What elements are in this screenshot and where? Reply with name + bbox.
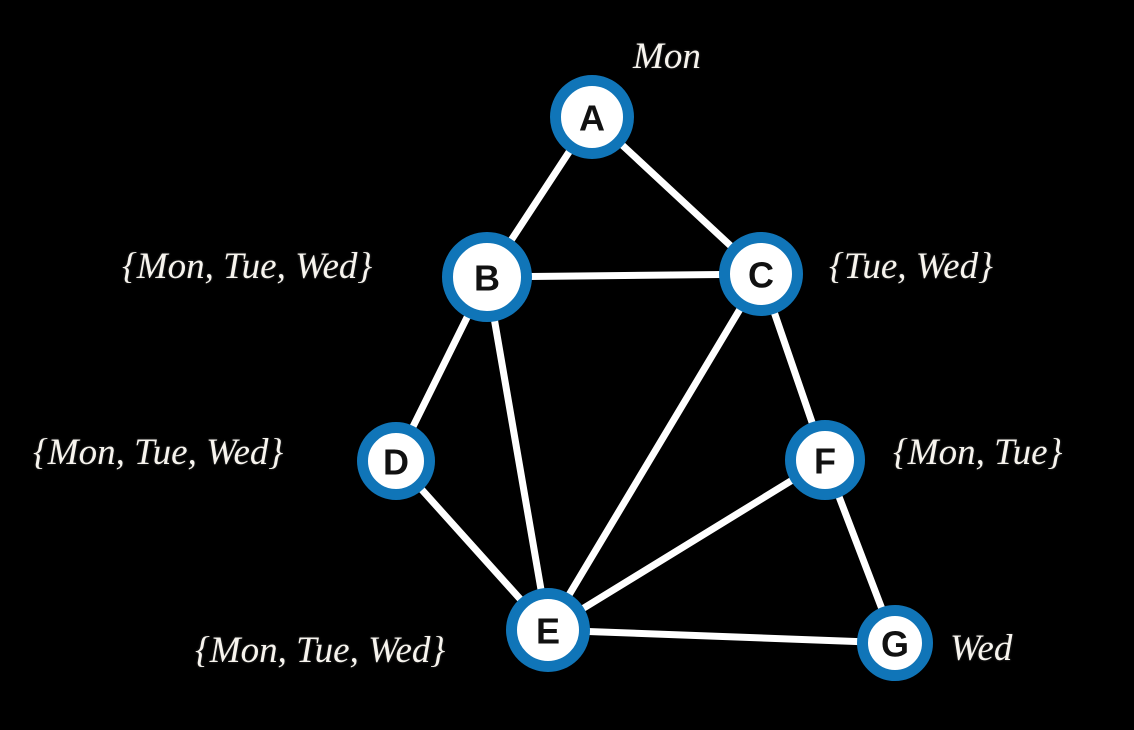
graph-node-g[interactable]: G [857,605,933,681]
node-circle-c [719,232,803,316]
edge-c-e [565,304,744,600]
nodes-layer: A B C D E F G [357,75,933,681]
node-circle-b [442,232,532,322]
graph-node-a[interactable]: A [550,75,634,159]
domain-label-e: {Mon, Tue, Wed} [195,630,446,671]
domain-label-d: {Mon, Tue, Wed} [33,432,284,473]
domain-label-f: {Mon, Tue} [893,432,1063,473]
domain-label-c: {Tue, Wed} [829,246,993,287]
node-letter-g: G [881,624,909,665]
node-circle-e [506,588,590,672]
edge-b-d [408,312,472,432]
edge-e-g [584,627,863,646]
node-letter-d: D [383,442,409,483]
graph-node-c[interactable]: C [719,232,803,316]
edge-e-f [578,476,797,613]
edge-b-e [490,315,545,595]
edges-layer [408,140,886,646]
domain-label-a: Mon [633,36,701,77]
node-letter-e: E [536,611,560,652]
graph-node-b[interactable]: B [442,232,532,322]
node-letter-f: F [814,441,836,482]
edge-a-c [617,140,736,251]
node-circle-g [857,605,933,681]
edge-a-b [507,146,574,245]
node-circle-a [550,75,634,159]
node-letter-c: C [748,255,774,296]
edge-d-e [417,485,525,604]
graph-node-e[interactable]: E [506,588,590,672]
domain-label-b: {Mon, Tue, Wed} [122,246,373,287]
edge-b-c [526,270,725,281]
graph-node-f[interactable]: F [785,420,865,500]
node-letter-b: B [474,258,500,299]
node-circle-f [785,420,865,500]
edge-c-f [770,308,817,428]
graph-node-d[interactable]: D [357,422,435,500]
domain-label-g: Wed [950,628,1013,669]
edge-f-g [835,491,886,613]
node-letter-a: A [579,98,605,139]
node-circle-d [357,422,435,500]
